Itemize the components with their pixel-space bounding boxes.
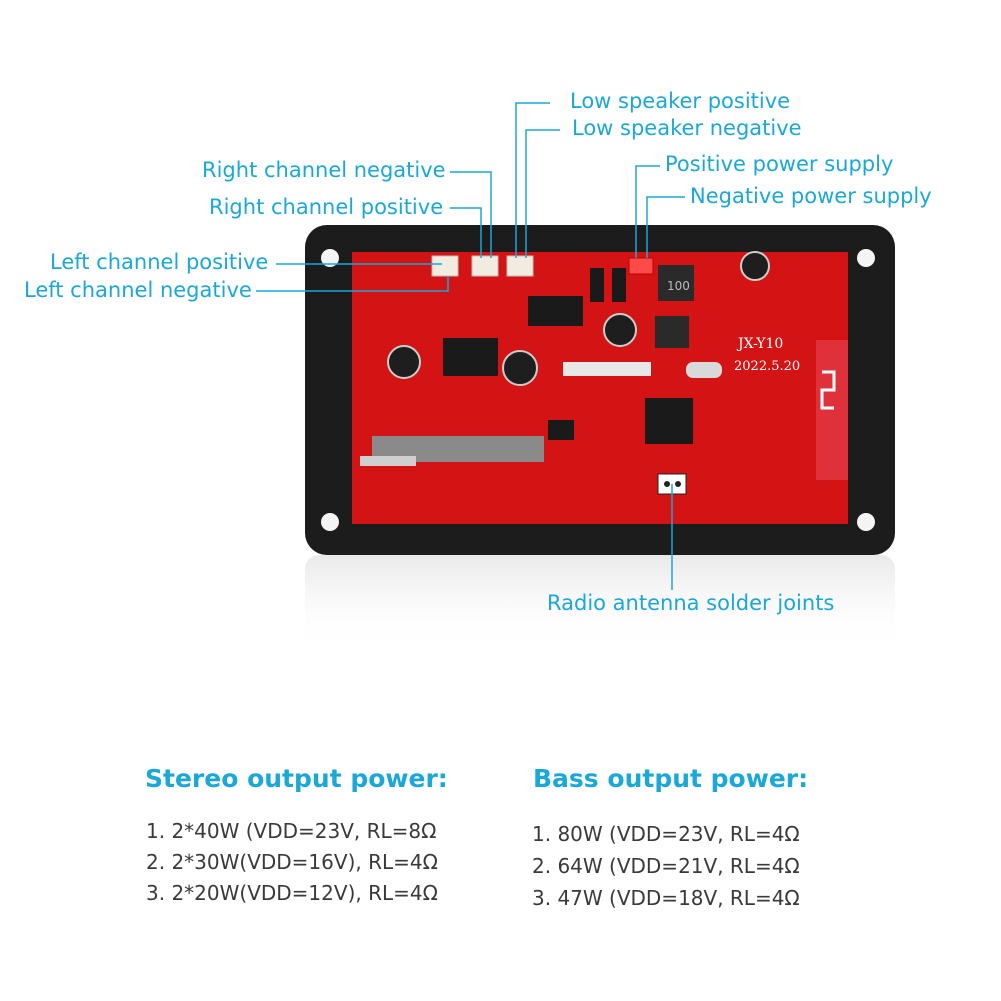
bass-item: 3. 47W (VDD=18V, RL=4Ω <box>532 886 800 910</box>
board-date: 2022.5.20 <box>734 359 800 374</box>
label-low-speaker-negative: Low speaker negative <box>572 116 802 140</box>
small-ic <box>548 420 574 440</box>
inductor-label: 100 <box>667 279 690 293</box>
smd-capacitor <box>655 316 689 348</box>
amp-ic-top <box>528 296 583 326</box>
main-chip <box>645 398 693 444</box>
inductor <box>658 265 694 301</box>
label-right-channel-positive: Right channel positive <box>209 195 444 219</box>
capacitor-2 <box>502 350 538 386</box>
mount-hole-top-left <box>321 249 339 267</box>
capacitor-1 <box>387 345 421 379</box>
label-low-speaker-positive: Low speaker positive <box>570 89 791 113</box>
stereo-item: 3. 2*20W(VDD=12V), RL=4Ω <box>146 881 438 905</box>
label-left-channel-negative: Left channel negative <box>24 278 252 302</box>
bt-antenna-area <box>816 340 848 480</box>
mount-hole-top-right <box>857 249 875 267</box>
label-negative-power-supply: Negative power supply <box>690 184 932 208</box>
label-left-channel-positive: Left channel positive <box>50 250 269 274</box>
capacitor-3 <box>603 313 637 347</box>
mount-hole-bottom-left <box>321 513 339 531</box>
label-positive-power-supply: Positive power supply <box>665 152 894 176</box>
diode-1 <box>590 268 604 302</box>
stereo-item: 1. 2*40W (VDD=23V, RL=8Ω <box>146 819 437 843</box>
capacitor-4 <box>740 251 770 281</box>
label-right-channel-negative: Right channel negative <box>202 158 446 182</box>
diode-2 <box>612 268 626 302</box>
pin-header <box>563 362 651 376</box>
board-model: JX-Y10 <box>736 336 783 352</box>
amp-ic-left <box>443 338 498 376</box>
label-radio-antenna: Radio antenna solder joints <box>547 591 835 615</box>
card-slot-lip <box>360 456 416 466</box>
bass-item: 2. 64W (VDD=21V, RL=4Ω <box>532 854 800 878</box>
speaker-connectors <box>431 255 654 277</box>
mount-hole-bottom-right <box>857 513 875 531</box>
bt-antenna-trace <box>820 370 836 410</box>
bass-heading: Bass output power: <box>533 764 809 793</box>
bass-item: 1. 80W (VDD=23V, RL=4Ω <box>532 822 800 846</box>
stereo-heading: Stereo output power: <box>145 764 448 793</box>
leader-lines <box>256 102 685 590</box>
stereo-item: 2. 2*30W(VDD=16V), RL=4Ω <box>146 850 438 874</box>
crystal <box>686 362 722 378</box>
board-reflection <box>305 555 895 650</box>
